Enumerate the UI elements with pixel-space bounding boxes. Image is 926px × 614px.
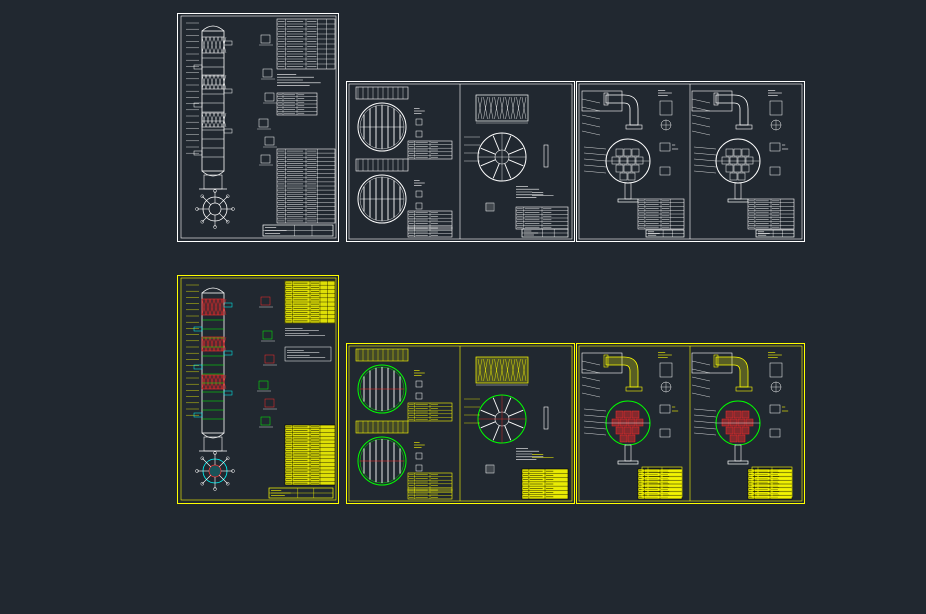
nozzle-details-color-drawing (576, 343, 805, 504)
drawing-sheet-column-assembly[interactable] (177, 13, 339, 242)
tray-details-color-drawing (346, 343, 575, 504)
drawing-sheet-nozzle-details-color[interactable] (576, 343, 805, 504)
column-assembly-drawing (177, 13, 339, 242)
drawing-sheet-tray-details-color[interactable] (346, 343, 575, 504)
drawing-sheet-nozzle-details[interactable] (576, 81, 805, 242)
nozzle-details-drawing (576, 81, 805, 242)
column-assembly-color-drawing (177, 275, 339, 504)
drawing-sheet-column-assembly-color[interactable] (177, 275, 339, 504)
tray-details-drawing (346, 81, 575, 242)
drawing-sheet-tray-details[interactable] (346, 81, 575, 242)
